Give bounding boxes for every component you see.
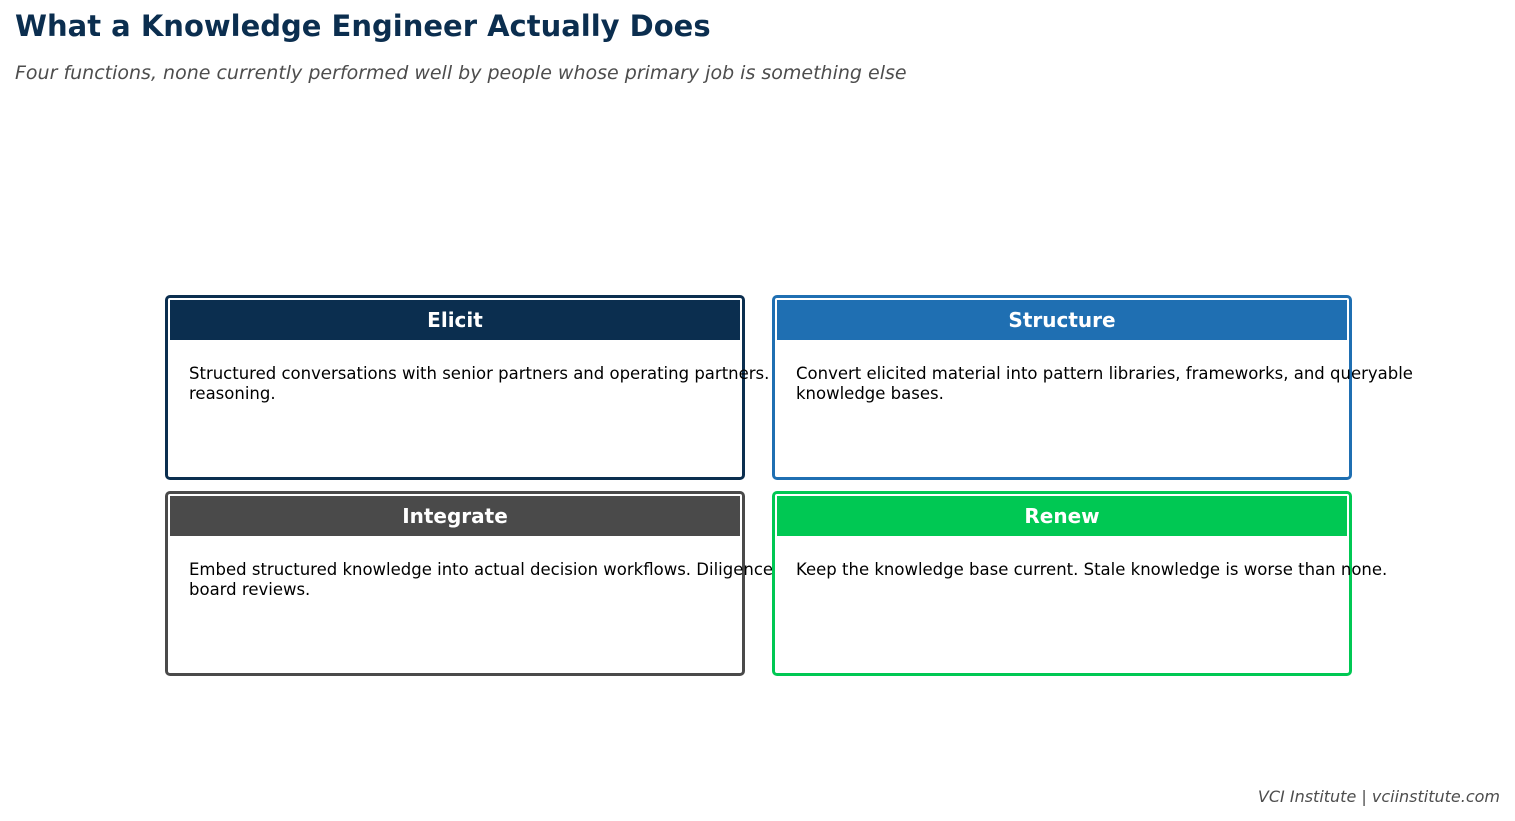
page-title: What a Knowledge Engineer Actually Does (15, 9, 711, 43)
card-structure-body: Convert elicited material into pattern l… (796, 364, 1413, 403)
card-structure-header: Structure (777, 300, 1347, 340)
card-integrate-header: Integrate (170, 496, 740, 536)
card-integrate: Integrate Embed structured knowledge int… (165, 491, 871, 676)
card-renew-header: Renew (777, 496, 1347, 536)
page-subtitle: Four functions, none currently performed… (15, 62, 907, 84)
card-elicit: Elicit Structured conversations with sen… (165, 295, 879, 480)
footer-credit: VCI Institute | vciinstitute.com (1257, 787, 1500, 806)
card-renew-body: Keep the knowledge base current. Stale k… (796, 560, 1388, 579)
card-renew: Renew Keep the knowledge base current. S… (772, 491, 1387, 676)
card-elicit-body: Structured conversations with senior par… (189, 364, 880, 403)
card-integrate-body: Embed structured knowledge into actual d… (189, 560, 872, 599)
card-elicit-header: Elicit (170, 300, 740, 340)
card-structure: Structure Convert elicited material into… (772, 295, 1413, 480)
